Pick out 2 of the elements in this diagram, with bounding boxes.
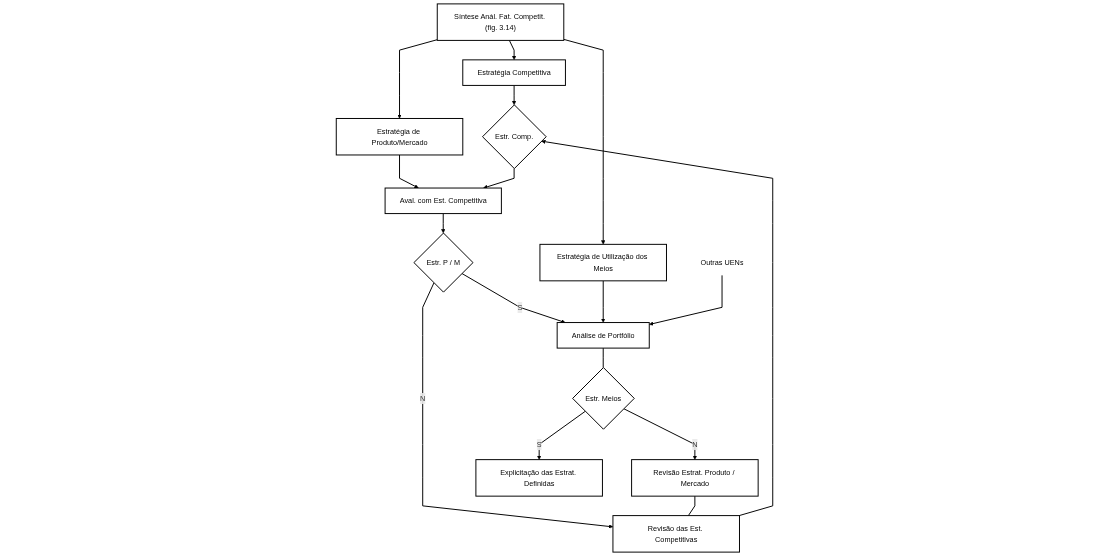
connector: [602, 347, 604, 369]
connector: [687, 495, 696, 517]
